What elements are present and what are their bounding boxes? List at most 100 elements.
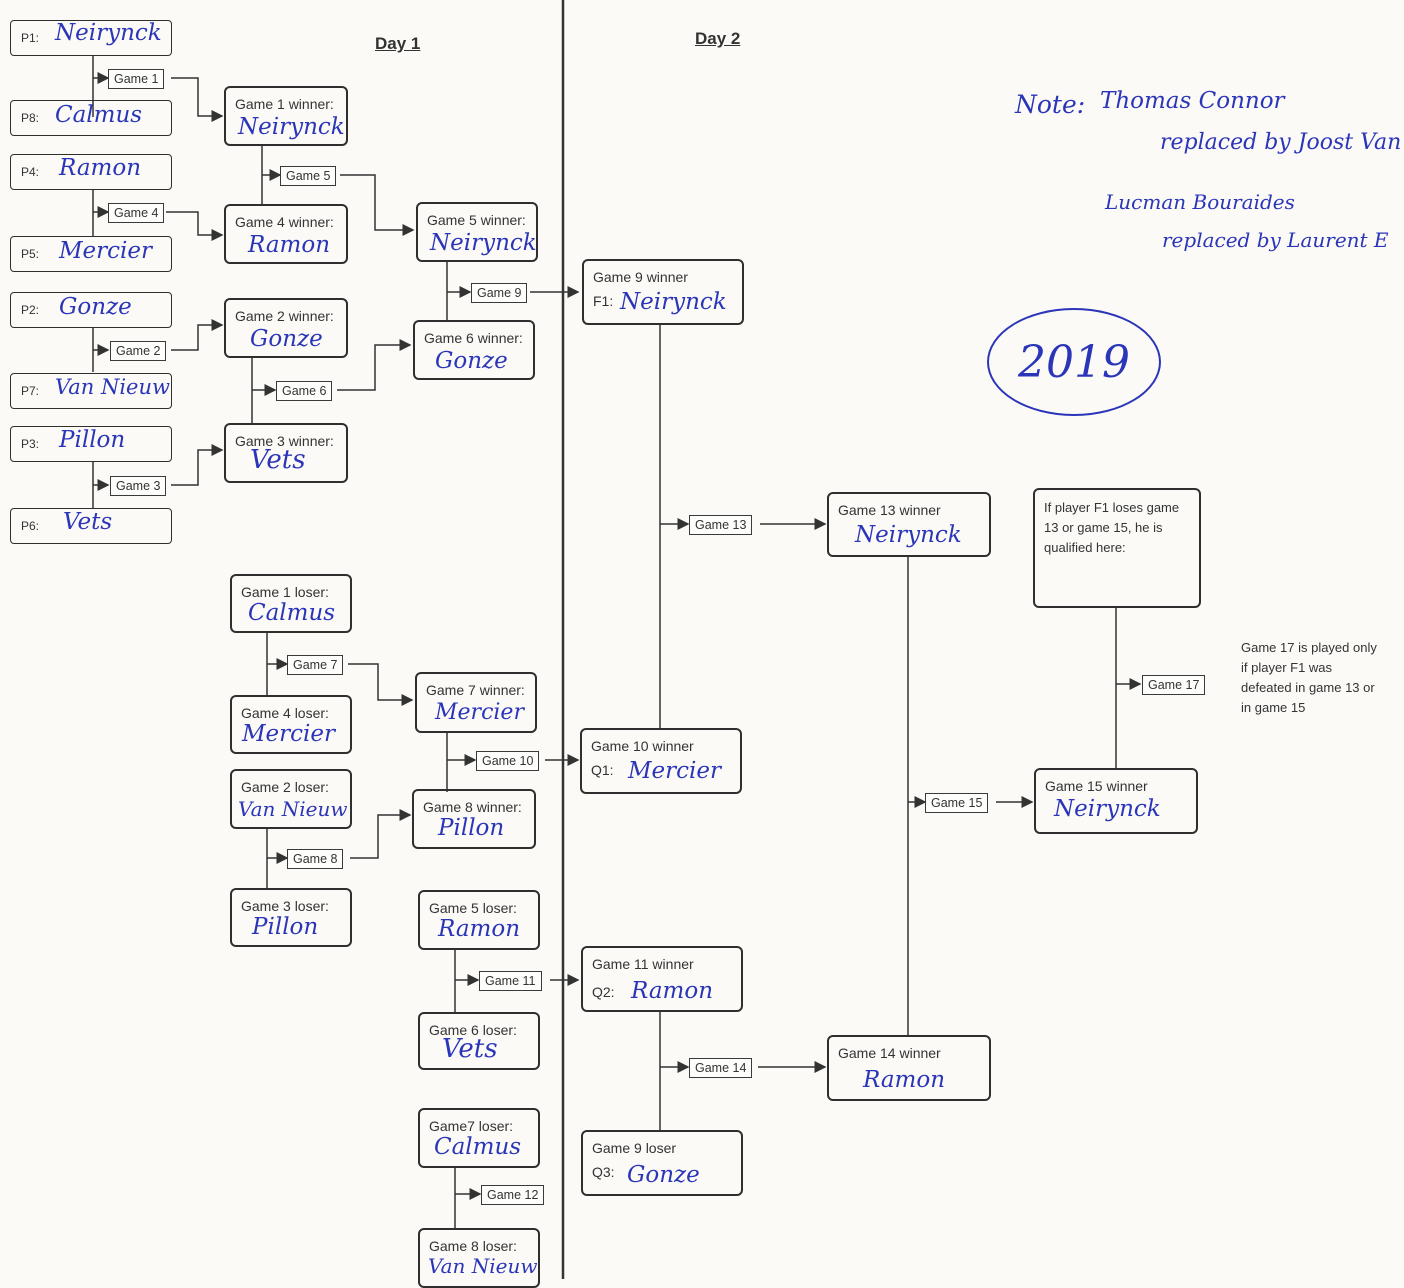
qualifier-label: Q3: bbox=[592, 1164, 615, 1180]
result-label: Game 7 winner: bbox=[426, 682, 525, 698]
seed-label: P2: bbox=[21, 303, 40, 317]
result-name: Gonze bbox=[435, 348, 508, 374]
game6-loser-box: Game 6 loser: Vets bbox=[418, 1012, 540, 1070]
game2-winner-box: Game 2 winner: Gonze bbox=[224, 298, 348, 358]
result-label: Game 1 loser: bbox=[241, 584, 329, 600]
f1-qualifier-box: If player F1 loses game 13 or game 15, h… bbox=[1033, 488, 1201, 608]
seed-label: P8: bbox=[21, 111, 40, 125]
result-name: Neirynck bbox=[1054, 796, 1161, 822]
game-label-2: Game 2 bbox=[110, 341, 167, 361]
qualifier-label: Q2: bbox=[592, 984, 615, 1000]
game13-winner-box: Game 13 winner Neirynck bbox=[827, 492, 991, 557]
note-line-4: replaced by Laurent E bbox=[1162, 228, 1389, 252]
seed-label: P7: bbox=[21, 384, 40, 398]
result-label: Game 5 loser: bbox=[429, 900, 517, 916]
result-label: Game 3 loser: bbox=[241, 898, 329, 914]
note-line-2: replaced by Joost Van bbox=[1160, 130, 1402, 155]
game-label-10: Game 10 bbox=[476, 751, 540, 771]
player-name: Calmus bbox=[55, 102, 143, 128]
game5-winner-box: Game 5 winner: Neirynck bbox=[416, 202, 538, 262]
note-line-3: Lucman Bouraides bbox=[1105, 190, 1295, 214]
game2-loser-box: Game 2 loser: Van Nieuw bbox=[230, 769, 352, 829]
player-name: Van Nieuw bbox=[55, 375, 170, 399]
result-name: Pillon bbox=[438, 815, 505, 841]
day2-heading: Day 2 bbox=[695, 29, 741, 48]
game8-winner-box: Game 8 winner: Pillon bbox=[412, 789, 536, 849]
seed-label: P3: bbox=[21, 437, 40, 451]
player-box-p7: P7: Van Nieuw bbox=[10, 373, 172, 409]
game-label-5: Game 5 bbox=[280, 166, 337, 186]
result-name: Ramon bbox=[631, 978, 714, 1004]
result-label: Game 9 winner bbox=[593, 269, 688, 285]
player-name: Gonze bbox=[59, 294, 132, 320]
player-name: Ramon bbox=[59, 155, 142, 181]
player-box-p6: P6: Vets bbox=[10, 508, 172, 544]
game-label-12: Game 12 bbox=[481, 1185, 545, 1205]
result-name: Gonze bbox=[627, 1162, 700, 1188]
game-label-4: Game 4 bbox=[108, 203, 165, 223]
result-name: Mercier bbox=[242, 721, 335, 747]
result-name: Neirynck bbox=[855, 522, 962, 548]
game15-winner-box: Game 15 winner Neirynck bbox=[1034, 768, 1198, 834]
game-label-3: Game 3 bbox=[110, 476, 167, 496]
day1-heading: Day 1 bbox=[375, 34, 421, 53]
result-label: Game 15 winner bbox=[1045, 778, 1148, 794]
result-name: Neirynck bbox=[238, 114, 345, 140]
result-name: Mercier bbox=[435, 700, 524, 725]
game11-winner-box: Game 11 winner Q2: Ramon bbox=[581, 946, 743, 1012]
result-label: Game 8 winner: bbox=[423, 799, 522, 815]
result-label: Game 6 winner: bbox=[424, 330, 523, 346]
game7-winner-box: Game 7 winner: Mercier bbox=[415, 672, 537, 733]
seed-label: P1: bbox=[21, 31, 40, 45]
result-name: Ramon bbox=[248, 232, 331, 258]
game-label-14: Game 14 bbox=[689, 1058, 753, 1078]
result-name: Calmus bbox=[248, 600, 336, 626]
game9-winner-box: Game 9 winner F1: Neirynck bbox=[582, 259, 744, 325]
game-label-15: Game 15 bbox=[925, 793, 989, 813]
note-line-1: Thomas Connor bbox=[1100, 88, 1285, 114]
result-name: Ramon bbox=[863, 1067, 946, 1093]
game-label-8: Game 8 bbox=[287, 849, 344, 869]
game-label-11: Game 11 bbox=[479, 971, 542, 991]
result-name: Calmus bbox=[434, 1134, 522, 1160]
result-label: Game 8 loser: bbox=[429, 1238, 517, 1254]
result-label: Game 3 winner: bbox=[235, 433, 334, 449]
result-label: Game 4 loser: bbox=[241, 705, 329, 721]
game-label-17: Game 17 bbox=[1142, 675, 1206, 695]
game3-loser-box: Game 3 loser: Pillon bbox=[230, 888, 352, 947]
result-name: Gonze bbox=[250, 326, 323, 352]
result-label: Game 4 winner: bbox=[235, 214, 334, 230]
player-box-p8: P8: Calmus bbox=[10, 100, 172, 136]
game8-loser-box: Game 8 loser: Van Nieuw bbox=[418, 1228, 540, 1288]
result-label: Game 10 winner bbox=[591, 738, 694, 754]
game9-loser-box: Game 9 loser Q3: Gonze bbox=[581, 1130, 743, 1196]
result-label: Game 6 loser: bbox=[429, 1022, 517, 1038]
player-name: Pillon bbox=[59, 427, 126, 453]
result-label: Game 5 winner: bbox=[427, 212, 526, 228]
f1-qualifier-text: If player F1 loses game 13 or game 15, h… bbox=[1044, 500, 1180, 555]
player-box-p3: P3: Pillon bbox=[10, 426, 172, 462]
player-box-p5: P5: Mercier bbox=[10, 236, 172, 272]
result-label: Game 2 winner: bbox=[235, 308, 334, 324]
note-title: Note: bbox=[1015, 90, 1086, 119]
result-name: Pillon bbox=[252, 914, 319, 940]
game-label-9: Game 9 bbox=[471, 283, 528, 303]
game-label-13: Game 13 bbox=[689, 515, 753, 535]
game7-loser-box: Game7 loser: Calmus bbox=[418, 1108, 540, 1168]
player-name: Neirynck bbox=[55, 20, 162, 46]
seed-label: P5: bbox=[21, 247, 40, 261]
result-label: Game 14 winner bbox=[838, 1045, 941, 1061]
game5-loser-box: Game 5 loser: Ramon bbox=[418, 890, 540, 950]
game1-loser-box: Game 1 loser: Calmus bbox=[230, 574, 352, 633]
qualifier-label: F1: bbox=[593, 293, 614, 309]
player-name: Vets bbox=[63, 509, 113, 535]
result-label: Game 2 loser: bbox=[241, 779, 329, 795]
game-label-7: Game 7 bbox=[287, 655, 344, 675]
result-name: Neirynck bbox=[430, 230, 537, 256]
qualifier-label: Q1: bbox=[591, 762, 614, 778]
player-box-p2: P2: Gonze bbox=[10, 292, 172, 328]
game10-winner-box: Game 10 winner Q1: Mercier bbox=[580, 728, 742, 794]
game4-winner-box: Game 4 winner: Ramon bbox=[224, 204, 348, 264]
game4-loser-box: Game 4 loser: Mercier bbox=[230, 695, 352, 754]
